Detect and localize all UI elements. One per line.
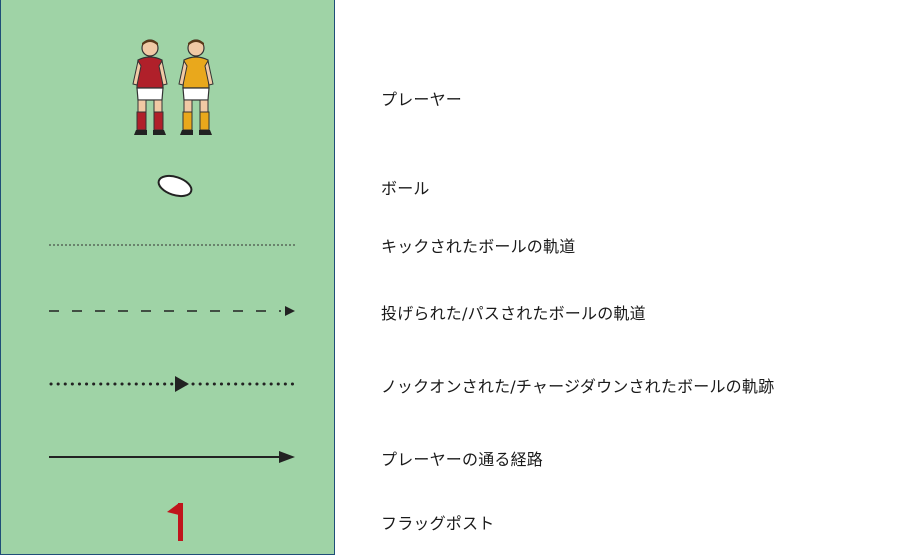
dotted-arrow-icon [49,376,297,392]
legend-symbol-panel [0,0,335,555]
dotted-line-icon [49,244,295,246]
players-icon [132,39,214,135]
ball-icon [157,174,193,198]
solid-arrow-icon [49,451,295,463]
legend-label-player: プレーヤー [381,90,463,109]
legend-label-kicked-ball: キックされたボールの軌道 [381,237,576,256]
dashed-arrow-icon [49,306,295,316]
flag-post-icon [167,503,183,541]
legend-label-passed-ball: 投げられた/パスされたボールの軌道 [381,304,646,323]
red-player-icon [132,39,168,135]
legend-label-flag-post: フラッグポスト [381,514,495,533]
legend-label-ball: ボール [381,179,430,198]
yellow-player-icon [178,39,214,135]
legend-label-knock-on: ノックオンされた/チャージダウンされたボールの軌跡 [381,377,775,396]
legend-label-player-path: プレーヤーの通る経路 [381,450,544,469]
